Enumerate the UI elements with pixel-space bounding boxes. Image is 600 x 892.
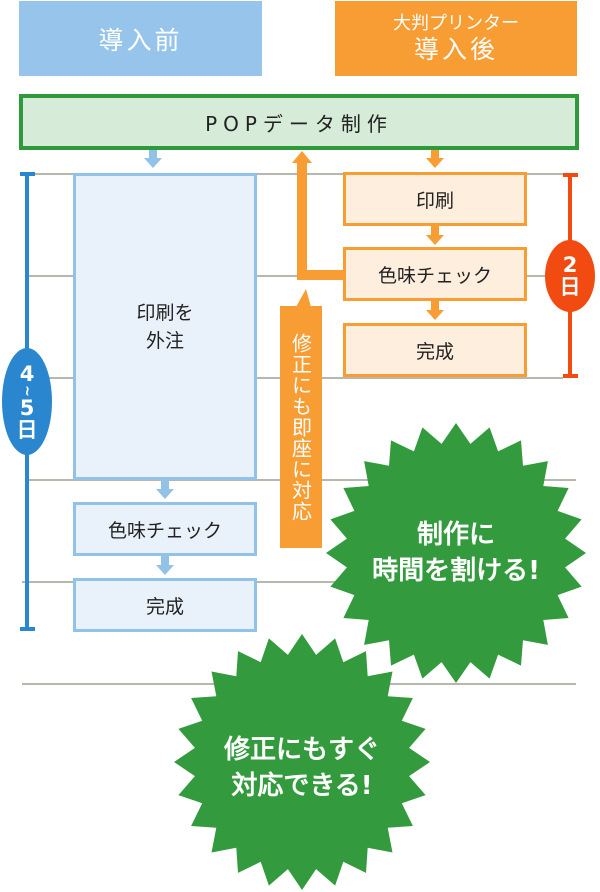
duration-before-top: 4: [19, 361, 35, 386]
duration-after-unit: 日: [559, 275, 581, 299]
after-complete-step: 完成: [343, 323, 527, 377]
arrow-down-icon: [156, 556, 174, 575]
duration-before-unit: 日: [16, 417, 38, 442]
badge-fix: 修正にもすぐ 対応できる!: [182, 718, 422, 818]
before-color-check-step: 色味チェック: [73, 502, 257, 556]
pop-data-step: POPデータ制作: [19, 94, 579, 150]
grid-line: [28, 275, 563, 277]
return-arrow-icon: [292, 151, 344, 280]
badge-fix-line1: 修正にもすぐ: [223, 735, 380, 765]
arrow-down-icon: [156, 480, 174, 499]
badge-time-line2: 時間を割ける!: [372, 556, 540, 586]
starburst-time-icon: [326, 423, 586, 683]
badge-time: 制作に 時間を割ける!: [336, 503, 576, 603]
starburst-fix-icon: [174, 634, 430, 890]
badge-time-line1: 制作に: [416, 520, 495, 550]
callout-pointer-icon: [296, 289, 311, 307]
duration-after-value: 2: [562, 253, 578, 277]
before-header-label: 導入前: [98, 25, 183, 55]
after-color-check-label: 色味チェック: [377, 264, 492, 287]
grid-line: [22, 581, 576, 583]
before-outsource-step: 印刷を 外注: [73, 173, 257, 480]
after-header-label: 導入後: [413, 34, 498, 64]
arrow-down-icon: [426, 150, 444, 168]
after-print-step: 印刷: [343, 172, 527, 226]
before-complete-label: 完成: [145, 595, 184, 618]
duration-badge-after: 2 日: [545, 240, 595, 312]
pop-data-label: POPデータ制作: [205, 111, 393, 136]
after-color-check-step: 色味チェック: [343, 247, 527, 301]
after-complete-label: 完成: [415, 340, 454, 363]
badge-fix-line2: 対応できる!: [231, 771, 373, 801]
arrow-down-icon: [144, 150, 162, 168]
before-complete-step: 完成: [73, 578, 257, 632]
outsource-line2: 外注: [145, 329, 184, 352]
duration-badge-before: 4 ~ 5 日: [2, 348, 52, 455]
grid-line: [20, 173, 563, 175]
instant-fix-callout: 修正にも即座に対応: [280, 306, 322, 548]
arrow-down-icon: [426, 301, 444, 320]
callout-label: 修正にも即座に対応: [288, 332, 313, 522]
after-header: 大判プリンター 導入後: [335, 1, 577, 76]
after-header-sub-label: 大判プリンター: [393, 12, 519, 34]
before-header: 導入前: [19, 1, 262, 76]
outsource-line1: 印刷を: [136, 301, 194, 324]
after-print-label: 印刷: [415, 189, 454, 212]
before-color-check-label: 色味チェック: [107, 519, 222, 542]
arrow-down-icon: [426, 226, 444, 245]
duration-before-bottom: 5: [19, 395, 35, 420]
